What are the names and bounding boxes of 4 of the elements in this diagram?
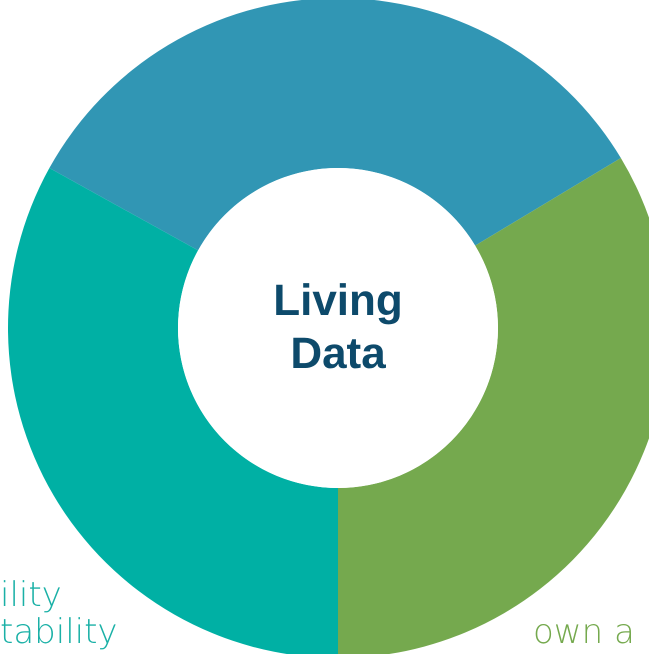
center-title: Living Data xyxy=(272,275,404,380)
partial-label: ility xyxy=(0,578,62,612)
partial-label: own a xyxy=(533,615,635,649)
partial-label: tability xyxy=(0,615,118,649)
